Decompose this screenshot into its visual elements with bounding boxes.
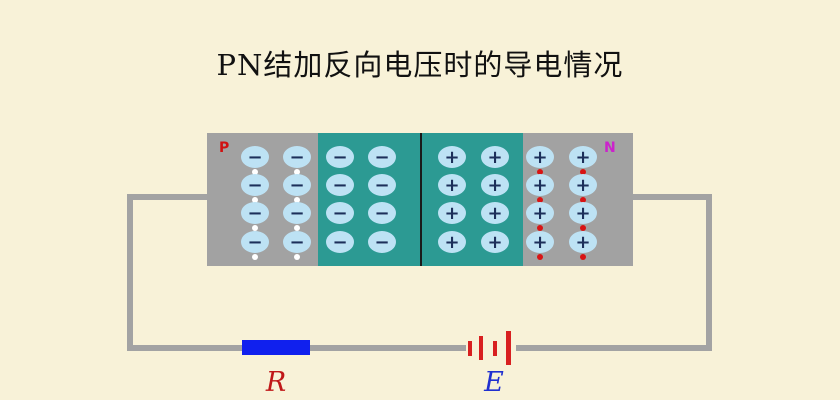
negative-ion — [241, 202, 269, 224]
ion-sign: − — [374, 175, 389, 196]
hole-dot — [252, 225, 258, 231]
negative-ion — [368, 202, 396, 224]
hole-dot — [294, 169, 300, 175]
hole-dot — [252, 169, 258, 175]
ion-sign: + — [444, 203, 459, 224]
negative-ion — [368, 146, 396, 168]
positive-ion — [526, 146, 554, 168]
ion-sign: − — [289, 232, 304, 253]
electron-dot — [537, 197, 543, 203]
negative-ion — [283, 174, 311, 196]
ion-sign: − — [289, 203, 304, 224]
ion-sign: − — [247, 147, 262, 168]
ion-sign: + — [532, 147, 547, 168]
ion-sign: − — [332, 232, 347, 253]
ion-sign: + — [487, 147, 502, 168]
ion-sign: + — [444, 147, 459, 168]
ion-sign: + — [575, 203, 590, 224]
hole-dot — [252, 254, 258, 260]
ion-sign: − — [247, 175, 262, 196]
ion-sign: + — [487, 175, 502, 196]
ion-sign: + — [487, 203, 502, 224]
ion-sign: + — [575, 175, 590, 196]
ion-sign: + — [444, 175, 459, 196]
electron-dot — [580, 254, 586, 260]
negative-ion — [283, 202, 311, 224]
ion-sign: − — [332, 147, 347, 168]
electron-dot — [580, 197, 586, 203]
positive-ion — [438, 202, 466, 224]
electron-dot — [580, 169, 586, 175]
negative-ion — [241, 231, 269, 253]
ion-sign: − — [247, 203, 262, 224]
hole-dot — [294, 254, 300, 260]
ion-sign: + — [532, 232, 547, 253]
ion-sign: − — [289, 147, 304, 168]
ion-sign: − — [289, 175, 304, 196]
hole-dot — [294, 197, 300, 203]
electron-dot — [537, 169, 543, 175]
ion-sign: + — [532, 203, 547, 224]
resistor-label: R — [265, 367, 286, 398]
positive-ion — [438, 174, 466, 196]
negative-ion — [326, 174, 354, 196]
circuit-wire — [127, 194, 712, 351]
negative-ion — [326, 202, 354, 224]
hole-dot — [294, 225, 300, 231]
ion-sign: − — [374, 147, 389, 168]
n-region-label: N — [604, 140, 616, 156]
negative-ion — [368, 174, 396, 196]
page-title: PN结加反向电压时的导电情况 — [216, 48, 624, 82]
positive-ion — [526, 231, 554, 253]
negative-ion — [283, 231, 311, 253]
negative-ion — [368, 231, 396, 253]
ion-sign: − — [374, 203, 389, 224]
electron-dot — [537, 225, 543, 231]
battery-label: E — [483, 367, 504, 398]
positive-ion — [569, 231, 597, 253]
ion-layer: − − − − − − − − − − − − − − − − + + + + + + + + + + + + + + + + — [241, 146, 597, 260]
p-region-label: P — [219, 140, 229, 156]
hole-dot — [252, 197, 258, 203]
positive-ion — [481, 202, 509, 224]
ion-sign: + — [444, 232, 459, 253]
positive-ion — [569, 174, 597, 196]
ion-sign: − — [374, 232, 389, 253]
positive-ion — [438, 146, 466, 168]
positive-ion — [438, 231, 466, 253]
ion-sign: − — [247, 232, 262, 253]
negative-ion — [241, 146, 269, 168]
negative-ion — [241, 174, 269, 196]
positive-ion — [481, 146, 509, 168]
negative-ion — [326, 231, 354, 253]
ion-sign: + — [532, 175, 547, 196]
electron-dot — [537, 254, 543, 260]
positive-ion — [569, 202, 597, 224]
positive-ion — [481, 174, 509, 196]
electron-dot — [580, 225, 586, 231]
positive-ion — [569, 146, 597, 168]
ion-sign: − — [332, 203, 347, 224]
negative-ion — [283, 146, 311, 168]
ion-sign: + — [575, 147, 590, 168]
battery — [468, 331, 511, 365]
ion-sign: − — [332, 175, 347, 196]
positive-ion — [526, 174, 554, 196]
ion-sign: + — [575, 232, 590, 253]
negative-ion — [326, 146, 354, 168]
resistor — [242, 340, 310, 355]
ion-sign: + — [487, 232, 502, 253]
positive-ion — [481, 231, 509, 253]
positive-ion — [526, 202, 554, 224]
